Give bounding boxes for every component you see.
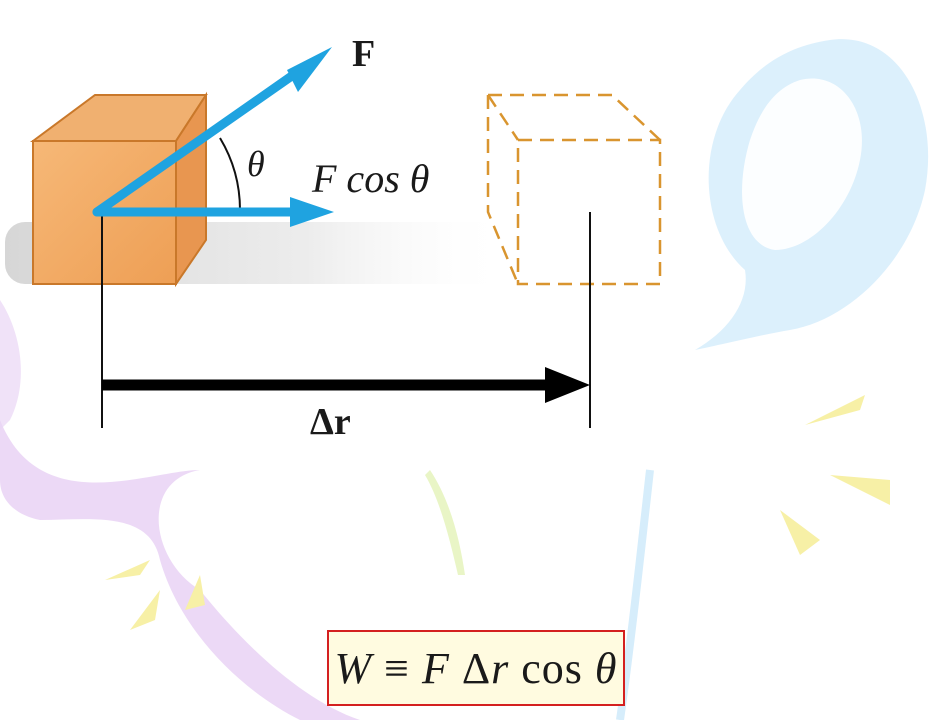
force-arrow	[92, 61, 311, 217]
formula-theta: θ	[594, 643, 618, 693]
decor-purple-swirl	[0, 420, 360, 720]
decor-green-stroke	[425, 470, 465, 575]
force-arrow-head	[287, 47, 332, 92]
angle-label: θ	[247, 144, 265, 184]
decor-yellow-ray-2	[830, 475, 890, 505]
work-formula: W ≡ F Δr cos θ	[334, 643, 617, 694]
formula-force: F	[421, 643, 450, 693]
force-label: F	[352, 33, 375, 75]
formula-lhs: W	[334, 643, 373, 693]
decor-yellow-ray-6	[185, 575, 205, 610]
decor-yellow-ray-3	[780, 510, 820, 555]
decor-yellow-ray-4	[105, 560, 150, 580]
dashed-block-diag	[486, 94, 520, 141]
component-arrow-head	[290, 197, 334, 227]
solid-block	[29, 91, 208, 288]
component-label: F cos θ	[311, 156, 429, 201]
decor-yellow-ray-5	[130, 590, 160, 630]
angle-arc	[219, 137, 241, 211]
displacement-arrow-head	[545, 367, 590, 403]
formula-r: r	[491, 643, 510, 693]
displacement-label: Δr	[310, 401, 351, 443]
dashed-block-top	[488, 93, 661, 141]
formula-delta: Δ	[461, 643, 492, 693]
background-decoration	[0, 39, 929, 720]
decor-blue-balloon-inner	[742, 78, 862, 250]
decor-purple-tail	[0, 300, 21, 430]
formula-equiv: ≡	[384, 643, 410, 693]
formula-cos: cos	[521, 643, 583, 693]
work-formula-box: W ≡ F Δr cos θ	[327, 630, 625, 706]
dashed-block-back-left	[486, 95, 520, 285]
dashed-block	[486, 93, 662, 286]
decor-yellow-ray-1	[805, 395, 865, 425]
